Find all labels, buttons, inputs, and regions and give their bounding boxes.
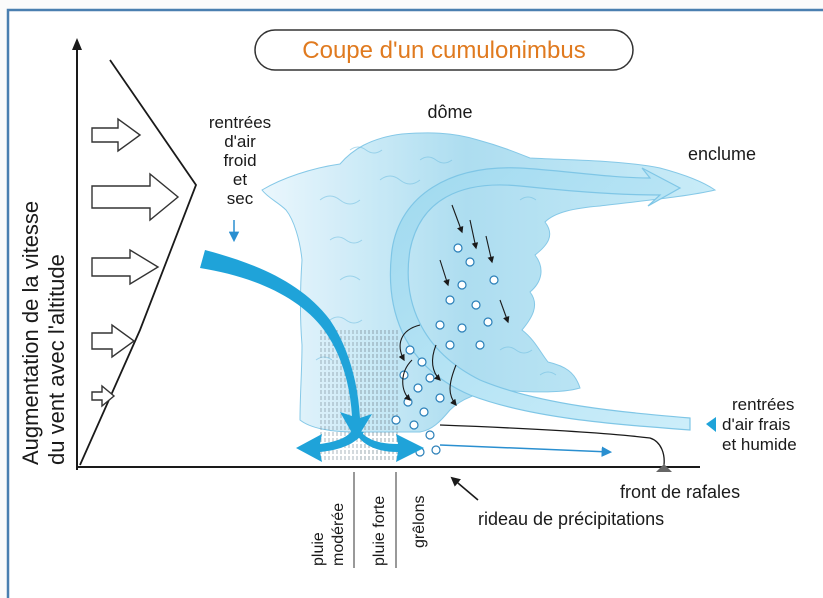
hailstone-icon — [426, 374, 434, 382]
y-axis-label-line1: Augmentation de la vitesse — [18, 201, 43, 465]
label-heavy-rain: pluie forte — [371, 496, 388, 566]
hailstone-icon — [406, 346, 414, 354]
moist-line-1: rentrées — [732, 395, 794, 414]
hailstone-icon — [404, 398, 412, 406]
hailstone-icon — [414, 384, 422, 392]
hailstone-icon — [484, 318, 492, 326]
hailstone-icon — [466, 258, 474, 266]
label-hail: grêlons — [411, 496, 428, 548]
hailstone-icon — [446, 341, 454, 349]
label-anvil: enclume — [688, 144, 756, 164]
hailstone-icon — [418, 358, 426, 366]
label-gust-front: front de rafales — [620, 482, 740, 502]
hailstone-icon — [436, 321, 444, 329]
hailstone-icon — [446, 296, 454, 304]
cold-dry-line-1: rentrées — [209, 113, 271, 132]
hailstone-icon — [432, 446, 440, 454]
hailstone-icon — [392, 416, 400, 424]
hailstone-icon — [472, 301, 480, 309]
label-precip-curtain: rideau de précipitations — [478, 509, 664, 529]
moderate-rain-line-2: modérée — [330, 503, 347, 566]
hailstone-icon — [458, 324, 466, 332]
cold-dry-line-3: froid — [223, 151, 256, 170]
hailstone-icon — [420, 408, 428, 416]
label-moist-inflow: rentrées d'air frais et humide — [722, 395, 797, 454]
hailstone-icon — [490, 276, 498, 284]
cold-dry-line-5: sec — [227, 189, 254, 208]
hailstone-icon — [476, 341, 484, 349]
label-dome: dôme — [427, 102, 472, 122]
y-axis-label-line2: du vent avec l'altitude — [44, 254, 69, 465]
hailstone-icon — [426, 431, 434, 439]
moist-line-2: d'air frais — [722, 415, 790, 434]
cold-dry-line-2: d'air — [224, 132, 256, 151]
moderate-rain-line-1: pluie — [310, 532, 327, 566]
cold-dry-line-4: et — [233, 170, 247, 189]
moist-line-3: et humide — [722, 435, 797, 454]
hailstone-icon — [454, 244, 462, 252]
hailstone-icon — [436, 394, 444, 402]
hailstone-icon — [458, 281, 466, 289]
hailstone-icon — [410, 421, 418, 429]
diagram-title: Coupe d'un cumulonimbus — [302, 37, 585, 64]
